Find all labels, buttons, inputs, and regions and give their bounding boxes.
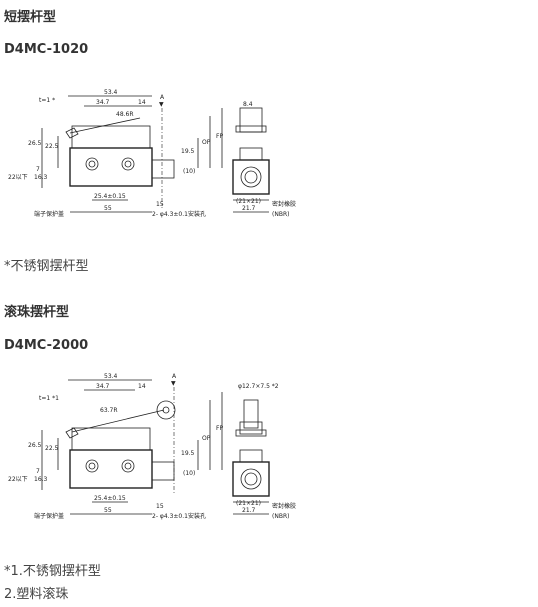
arrow-a: ▼ — [159, 101, 164, 108]
dim-34-7: 34.7 — [96, 383, 110, 390]
dim-10: (10) — [183, 470, 195, 477]
label-holes: 2- φ4.3±0.1安装孔 — [152, 512, 206, 520]
dim-22-5: 22.5 — [45, 445, 59, 452]
dim-22-5: 22.5 — [45, 143, 59, 150]
dim-21-7: 21.7 — [242, 507, 256, 514]
dim-15: 15 — [156, 503, 164, 510]
label-holes: 2- φ4.3±0.1安装孔 — [152, 210, 206, 218]
dim-14: 14 — [138, 99, 146, 106]
label-roller: φ12.7×7.5 *2 — [238, 383, 279, 390]
label-fp: FP — [216, 425, 223, 432]
dim-14: 14 — [138, 383, 146, 390]
dim-25-4: 25.4±0.15 — [94, 193, 126, 200]
drawing-short-lever: 53.4 34.7 14 t=1 * A ▼ 48.6R 26.5 22.5 7… — [8, 89, 296, 218]
label-nbr: (NBR) — [272, 513, 289, 520]
dim-7: 7 — [36, 468, 40, 475]
dim-7: 7 — [36, 166, 40, 173]
model-number-1: D4MC-1020 — [4, 42, 89, 57]
dim-22-below: 22以下 — [8, 174, 28, 181]
label-op: OP — [202, 139, 211, 146]
dim-19-5: 19.5 — [181, 148, 195, 155]
label-a: A — [160, 94, 165, 101]
note-1-stainless-lever: *1.不锈钢摆杆型 — [4, 564, 101, 579]
dim-15: 15 — [156, 201, 164, 208]
model-number-2: D4MC-2000 — [4, 338, 89, 353]
note-stainless-lever: *不锈钢摆杆型 — [4, 259, 89, 274]
dim-55: 55 — [104, 507, 112, 514]
label-op: OP — [202, 435, 211, 442]
label-terminal-cover: 端子保护盖 — [34, 512, 64, 520]
label-fp: FP — [216, 133, 223, 140]
label-nbr: (NBR) — [272, 211, 289, 218]
label-t1: t=1 * — [39, 97, 55, 104]
dim-21x21: (21×21) — [236, 500, 261, 507]
dim-16-3: 16.3 — [34, 174, 48, 181]
note-2-plastic-roller: 2.塑料滚珠 — [4, 587, 69, 602]
arrow-a: ▼ — [171, 380, 176, 387]
dim-25-4: 25.4±0.15 — [94, 495, 126, 502]
dim-26-5: 26.5 — [28, 442, 42, 449]
label-a: A — [172, 373, 177, 380]
label-terminal-cover: 端子保护盖 — [34, 210, 64, 218]
dim-34-7: 34.7 — [96, 99, 110, 106]
dim-8-4: 8.4 — [243, 101, 253, 108]
label-t1: t=1 *1 — [39, 395, 59, 402]
section-title-roller-lever: 滚珠摆杆型 — [4, 305, 70, 320]
dim-10: (10) — [183, 168, 195, 175]
label-seal: 密封橡胶 — [272, 502, 296, 510]
dim-21-7: 21.7 — [242, 205, 256, 212]
dim-21x21: (21×21) — [236, 198, 261, 205]
dim-26-5: 26.5 — [28, 140, 42, 147]
dim-48-6r: 48.6R — [116, 111, 134, 118]
section-title-short-lever: 短摆杆型 — [4, 10, 57, 25]
label-seal: 密封橡胶 — [272, 200, 296, 208]
dim-19-5: 19.5 — [181, 450, 195, 457]
dim-16-3: 16.3 — [34, 476, 48, 483]
dim-22-below: 22以下 — [8, 476, 28, 483]
dim-53-4: 53.4 — [104, 89, 118, 96]
dim-63-7r: 63.7R — [100, 407, 118, 414]
dim-53-4: 53.4 — [104, 373, 118, 380]
dim-55: 55 — [104, 205, 112, 212]
drawing-roller-lever: 53.4 34.7 14 t=1 *1 A ▼ 63.7R 26.5 22.5 … — [8, 373, 296, 520]
